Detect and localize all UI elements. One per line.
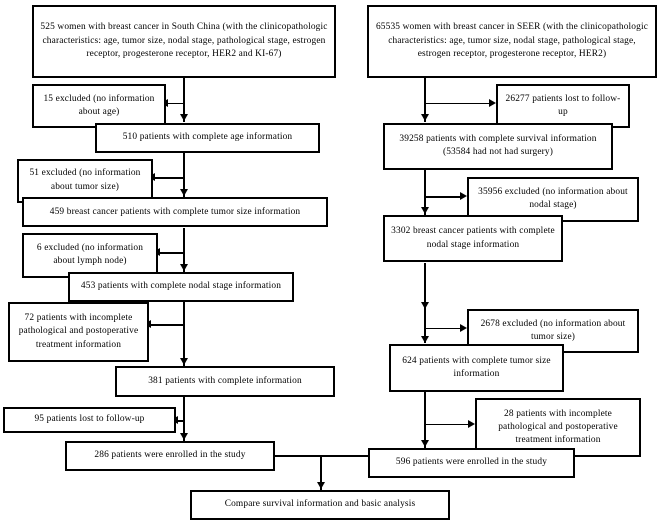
connector-se-excl-nodal	[425, 196, 461, 198]
node-se-excl-lost-label: 26277 patients lost to follow-up	[505, 93, 621, 118]
arrow-sc-to-enrolled	[179, 432, 188, 440]
node-sc-enrolled-label: 286 patients were enrolled in the study	[94, 450, 246, 461]
node-final-compare-label: Compare survival information and basic a…	[224, 499, 416, 510]
connector-sc-excl-tumor	[153, 177, 184, 179]
node-sc-excl-node: 6 excluded (no information about lymph n…	[22, 233, 158, 278]
node-se-survival: 39258 patients with complete survival in…	[383, 122, 613, 171]
node-sc-complete-label: 381 patients with complete information	[148, 375, 302, 386]
node-se-tumor-label: 624 patients with complete tumor size in…	[402, 355, 551, 380]
arrow-se-tumor-down	[420, 336, 429, 343]
node-sc-nodal-label: 453 patients with complete nodal stage i…	[80, 281, 282, 292]
connector-se-excl-path	[425, 423, 469, 426]
arrow-sc-to-nodal	[179, 263, 188, 271]
connector-sc-tumor-trunk	[183, 227, 185, 272]
node-se-tumor: 624 patients with complete tumor size in…	[389, 344, 564, 392]
connector-merge-down	[320, 455, 322, 490]
connector-se-tumor-branch	[424, 310, 426, 343]
arrow-sc-to-tumor	[179, 189, 188, 196]
connector-se-source-trunk	[424, 78, 426, 123]
connector-se-tumor-trunk	[424, 392, 426, 448]
node-sc-excl-tumor-label: 51 excluded (no information about tumor …	[29, 168, 141, 192]
connector-sc-excl-node	[158, 252, 184, 254]
connector-se-excl-lost	[425, 102, 490, 105]
arrow-se-to-tumor	[420, 302, 429, 310]
arrow-se-to-nodal	[420, 206, 429, 214]
connector-sc-age-trunk	[183, 152, 185, 198]
arrow-merge-to-final	[316, 481, 325, 489]
node-se-enrolled: 596 patients were enrolled in the study	[368, 448, 575, 479]
connector-sc-source-trunk	[183, 78, 185, 123]
node-se-survival-label: 39258 patients with complete survival in…	[399, 134, 597, 158]
arrow-se-to-survival	[420, 114, 429, 122]
node-sc-excl-path: 72 patients with incomplete pathological…	[8, 302, 149, 362]
node-sc-age-label: 510 patients with complete age informati…	[122, 131, 293, 142]
connector-sc-excl-age	[166, 102, 184, 105]
connector-sc-complete-trunk	[183, 396, 185, 441]
node-sc-nodal: 453 patients with complete nodal stage i…	[68, 271, 294, 303]
node-se-excl-nodal-label: 35956 excluded (no information about nod…	[478, 187, 628, 211]
node-sc-excl-path-label: 72 patients with incomplete pathological…	[18, 312, 139, 350]
node-se-source: 65535 women with breast cancer in SEER (…	[367, 4, 657, 79]
connector-sc-excl-lost	[176, 420, 185, 422]
arrow-se-excl-lost	[489, 98, 496, 107]
arrow-se-excl-nodal	[460, 192, 467, 201]
node-sc-excl-age-label: 15 excluded (no information about age)	[43, 93, 155, 118]
node-sc-source: 525 women with breast cancer in South Ch…	[32, 4, 336, 79]
connector-se-survival-trunk	[424, 170, 426, 215]
node-sc-excl-lost: 95 patients lost to follow-up	[3, 407, 176, 433]
node-final-compare: Compare survival information and basic a…	[190, 490, 450, 521]
node-se-excl-nodal: 35956 excluded (no information about nod…	[467, 177, 639, 222]
node-se-enrolled-label: 596 patients were enrolled in the study	[395, 457, 548, 468]
arrow-sc-to-age	[179, 114, 188, 122]
node-se-excl-path-label: 28 patients with incomplete pathological…	[498, 408, 618, 446]
arrow-sc-to-complete	[179, 358, 188, 366]
node-sc-tumor: 459 breast cancer patients with complete…	[22, 197, 328, 228]
connector-se-excl-tumor	[425, 327, 461, 330]
node-sc-source-label: 525 women with breast cancer in South Ch…	[40, 22, 328, 60]
node-se-nodal: 3302 breast cancer patients with complet…	[383, 214, 563, 263]
arrow-se-excl-tumor	[460, 323, 467, 332]
connector-sc-excl-path	[149, 324, 184, 326]
node-sc-excl-lost-label: 95 patients lost to follow-up	[34, 414, 145, 425]
node-sc-excl-node-label: 6 excluded (no information about lymph n…	[36, 243, 144, 267]
arrow-se-excl-path	[468, 419, 475, 428]
connector-sc-nodal-trunk	[183, 302, 185, 367]
connector-se-nodal-trunk	[424, 262, 426, 311]
node-se-source-label: 65535 women with breast cancer in SEER (…	[375, 22, 649, 60]
node-se-excl-tumor-label: 2678 excluded (no information about tumo…	[480, 318, 626, 343]
arrow-se-to-enrolled	[420, 439, 429, 447]
node-sc-complete: 381 patients with complete information	[115, 366, 335, 397]
node-sc-tumor-label: 459 breast cancer patients with complete…	[49, 206, 301, 217]
node-sc-enrolled: 286 patients were enrolled in the study	[65, 441, 275, 472]
node-sc-age: 510 patients with complete age informati…	[95, 122, 320, 153]
node-se-excl-lost: 26277 patients lost to follow-up	[496, 84, 630, 129]
node-se-nodal-label: 3302 breast cancer patients with complet…	[391, 226, 555, 250]
